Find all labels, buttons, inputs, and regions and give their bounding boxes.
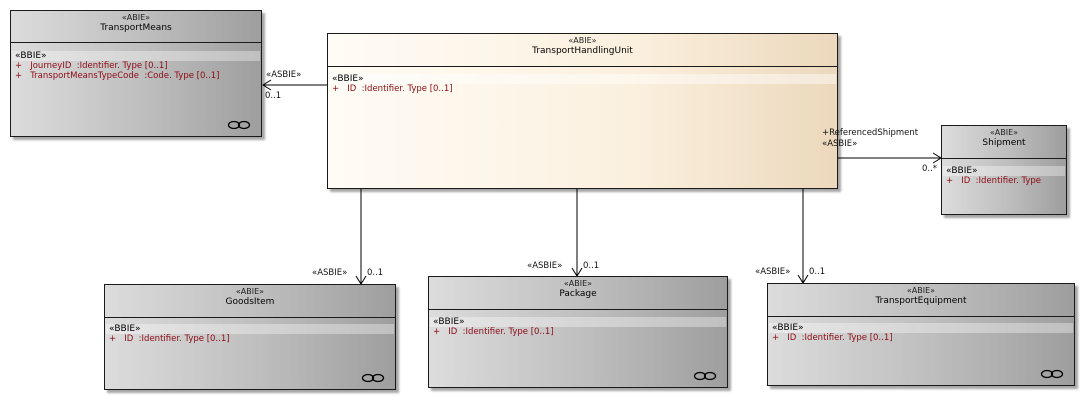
class-header: «ABIE» Shipment — [942, 126, 1066, 159]
attribute-row: + ID :Identifier. Type [0..1] — [772, 333, 893, 343]
attribute-section: «BBIE» + ID :Identifier. Type [0..1] — [769, 323, 1073, 343]
class-header: «ABIE» TransportEquipment — [768, 284, 1074, 317]
section-stereotype: «BBIE» — [12, 51, 260, 61]
association-stereotype-label: «ASBIE» — [527, 261, 563, 271]
class-goods-item[interactable]: «ABIE» GoodsItem «BBIE» + ID :Identifier… — [104, 284, 396, 390]
attribute-row: + ID :Identifier. Type [0..1] — [433, 327, 554, 337]
class-package[interactable]: «ABIE» Package «BBIE» + ID :Identifier. … — [428, 276, 728, 388]
multiplicity-label: 0..1 — [265, 91, 282, 101]
attribute-row: + ID :Identifier. Type [0..1] — [109, 334, 230, 344]
arrowhead — [262, 79, 272, 91]
attribute-section: «BBIE» + ID :Identifier. Type — [943, 166, 1065, 186]
section-stereotype: «BBIE» — [329, 74, 836, 84]
section-stereotype: «BBIE» — [430, 317, 726, 327]
association-stereotype-label: «ASBIE» — [755, 267, 791, 277]
class-name: TransportHandlingUnit — [532, 46, 633, 56]
class-stereotype: «ABIE» — [568, 36, 597, 45]
class-stereotype: «ABIE» — [989, 128, 1019, 137]
attribute-section: «BBIE» + ID :Identifier. Type [0..1] — [329, 74, 836, 94]
association-stereotype-label: «ASBIE» — [822, 139, 858, 149]
class-name: Package — [559, 289, 597, 299]
class-shipment[interactable]: «ABIE» Shipment «BBIE» + ID :Identifier.… — [941, 125, 1067, 215]
class-name: GoodsItem — [225, 297, 275, 307]
section-stereotype: «BBIE» — [943, 166, 1065, 176]
multiplicity-label: 0..1 — [583, 261, 600, 271]
chain-link-icon — [361, 373, 385, 383]
class-stereotype: «ABIE» — [121, 13, 151, 22]
class-name: Shipment — [982, 138, 1026, 148]
class-stereotype: «ABIE» — [906, 286, 936, 295]
class-header: «ABIE» GoodsItem — [105, 285, 395, 318]
class-stereotype: «ABIE» — [563, 279, 593, 288]
attribute-section: «BBIE» + JourneyID :Identifier. Type [0.… — [12, 51, 260, 81]
attribute-row: + ID :Identifier. Type [0..1] — [332, 84, 453, 94]
section-stereotype: «BBIE» — [106, 324, 394, 334]
class-name: TransportEquipment — [875, 296, 967, 306]
attribute-row: + ID :Identifier. Type — [946, 176, 1041, 186]
class-header: «ABIE» TransportHandlingUnit — [328, 34, 837, 67]
multiplicity-label: 0..* — [922, 164, 938, 174]
class-header: «ABIE» TransportMeans — [11, 11, 261, 43]
attribute-section: «BBIE» + ID :Identifier. Type [0..1] — [106, 324, 394, 344]
section-stereotype: «BBIE» — [769, 323, 1073, 333]
class-transport-handling-unit[interactable]: «ABIE» TransportHandlingUnit «BBIE» + ID… — [327, 33, 838, 189]
association-stereotype-label: «ASBIE» — [266, 70, 302, 80]
class-transport-means[interactable]: «ABIE» TransportMeans «BBIE» + JourneyID… — [10, 10, 262, 137]
class-stereotype: «ABIE» — [235, 287, 265, 296]
multiplicity-label: 0..1 — [809, 267, 826, 277]
attribute-row: + TransportMeansTypeCode :Code. Type [0.… — [15, 71, 220, 81]
class-header: «ABIE» Package — [429, 277, 727, 310]
multiplicity-label: 0..1 — [367, 268, 384, 278]
chain-link-icon — [693, 371, 717, 381]
attribute-row: + JourneyID :Identifier. Type [0..1] — [15, 61, 168, 71]
chain-link-icon — [227, 120, 251, 130]
class-transport-equipment[interactable]: «ABIE» TransportEquipment «BBIE» + ID :I… — [767, 283, 1075, 386]
attribute-section: «BBIE» + ID :Identifier. Type [0..1] — [430, 317, 726, 337]
association-stereotype-label: «ASBIE» — [312, 268, 348, 278]
class-name: TransportMeans — [100, 23, 172, 33]
chain-link-icon — [1040, 369, 1064, 379]
role-label: +ReferencedShipment — [822, 128, 919, 138]
